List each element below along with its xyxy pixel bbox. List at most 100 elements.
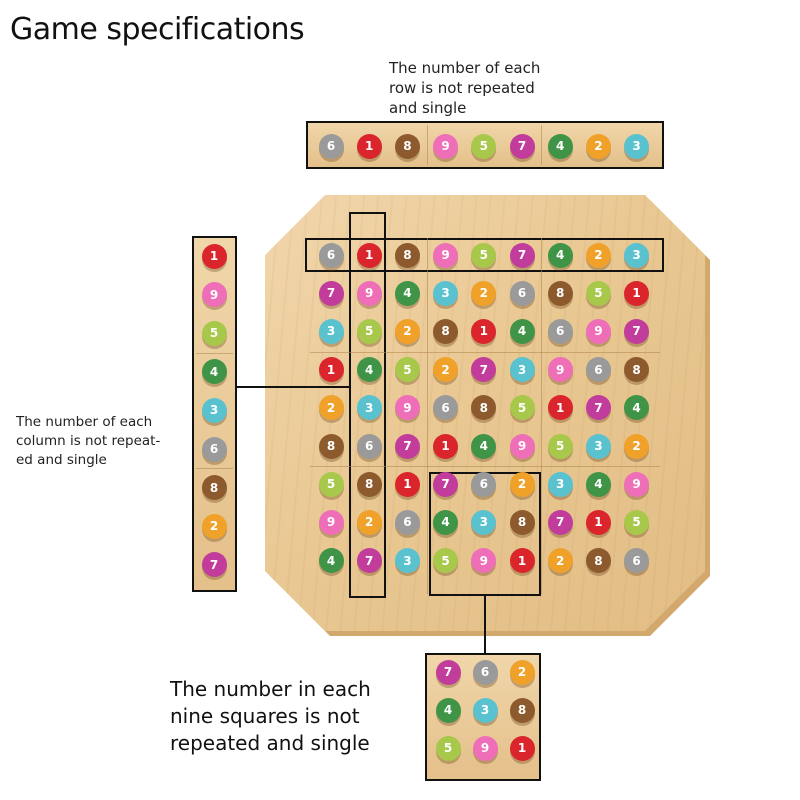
piece-number: 9 [594,324,603,339]
number-piece: 4 [394,280,420,306]
number-piece: 5 [547,433,573,459]
piece-number: 1 [594,515,603,530]
number-piece: 5 [624,509,650,535]
number-piece: 1 [509,735,535,761]
number-piece: 5 [318,471,344,497]
number-piece: 8 [201,475,227,501]
number-piece: 7 [624,318,650,344]
number-piece: 6 [318,133,344,159]
piece-number: 8 [632,362,641,377]
column-connector [237,386,351,388]
number-piece: 4 [547,242,573,268]
number-piece: 5 [435,735,461,761]
number-piece: 7 [394,433,420,459]
number-piece: 2 [471,280,497,306]
number-piece: 9 [472,735,498,761]
piece-number: 6 [556,324,565,339]
piece-number: 3 [209,403,219,418]
piece-number: 9 [556,362,565,377]
piece-number: 9 [479,553,488,568]
number-piece: 4 [318,548,344,574]
piece-number: 3 [517,362,527,377]
column-rule-label: The number of each column is not repeat-… [16,414,161,468]
number-piece: 9 [394,395,420,421]
number-piece: 2 [509,471,535,497]
piece-number: 6 [441,400,450,415]
number-piece: 8 [356,471,382,497]
piece-number: 2 [365,515,374,530]
column-highlight-frame [349,212,386,598]
number-piece: 6 [624,548,650,574]
number-piece: 6 [318,242,344,268]
number-piece: 9 [624,471,650,497]
number-piece: 3 [624,242,650,268]
number-piece: 9 [201,282,227,308]
piece-number: 1 [209,249,219,263]
piece-number: 7 [443,665,453,679]
piece-number: 7 [441,477,450,492]
piece-number: 1 [479,324,488,339]
piece-number: 4 [326,553,336,568]
piece-number: 4 [556,248,565,262]
number-piece: 2 [201,513,227,539]
block-divider [541,238,542,594]
piece-number: 4 [479,439,488,453]
number-piece: 9 [356,280,382,306]
number-piece: 6 [547,318,573,344]
piece-number: 1 [556,400,565,415]
number-piece: 5 [585,280,611,306]
piece-number: 5 [403,362,412,377]
piece-number: 4 [594,477,603,492]
piece-number: 2 [556,553,565,568]
row-strip-divider [541,125,542,165]
piece-number: 3 [556,477,565,492]
piece-number: 3 [326,324,336,339]
piece-number: 2 [403,324,412,339]
piece-number: 4 [365,362,374,377]
piece-number: 5 [441,553,450,568]
number-piece: 2 [547,548,573,574]
piece-number: 3 [365,400,374,415]
piece-number: 8 [365,477,374,492]
piece-number: 9 [480,741,490,755]
piece-number: 6 [365,439,374,453]
number-piece: 2 [624,433,650,459]
number-piece: 9 [433,242,459,268]
number-piece: 1 [585,509,611,535]
piece-number: 9 [441,139,450,153]
number-piece: 5 [509,395,535,421]
number-piece: 6 [394,509,420,535]
number-piece: 7 [547,509,573,535]
piece-number: 9 [365,286,374,301]
number-piece: 7 [435,659,461,685]
number-piece: 4 [585,471,611,497]
number-piece: 1 [356,133,382,159]
page-title: Game specifications [10,12,305,47]
piece-number: 7 [479,362,488,377]
piece-number: 9 [209,287,219,302]
piece-number: 1 [365,248,374,262]
number-piece: 4 [471,433,497,459]
number-piece: 4 [624,395,650,421]
row-highlight-frame [305,238,664,272]
piece-number: 4 [441,515,450,530]
number-piece: 4 [509,318,535,344]
piece-number: 3 [594,439,603,453]
number-piece: 2 [509,659,535,685]
number-piece: 7 [201,552,227,578]
number-piece: 8 [585,548,611,574]
number-piece: 1 [394,471,420,497]
piece-number: 1 [365,139,374,153]
number-piece: 1 [201,243,227,269]
number-piece: 9 [509,433,535,459]
number-piece: 3 [624,133,650,159]
piece-number: 6 [480,665,490,679]
piece-number: 6 [632,553,641,568]
piece-number: 1 [441,439,450,453]
number-piece: 7 [471,357,497,383]
piece-number: 2 [594,139,603,153]
piece-number: 1 [517,553,527,568]
piece-number: 5 [443,741,453,755]
piece-number: 6 [517,286,527,301]
number-piece: 2 [433,357,459,383]
